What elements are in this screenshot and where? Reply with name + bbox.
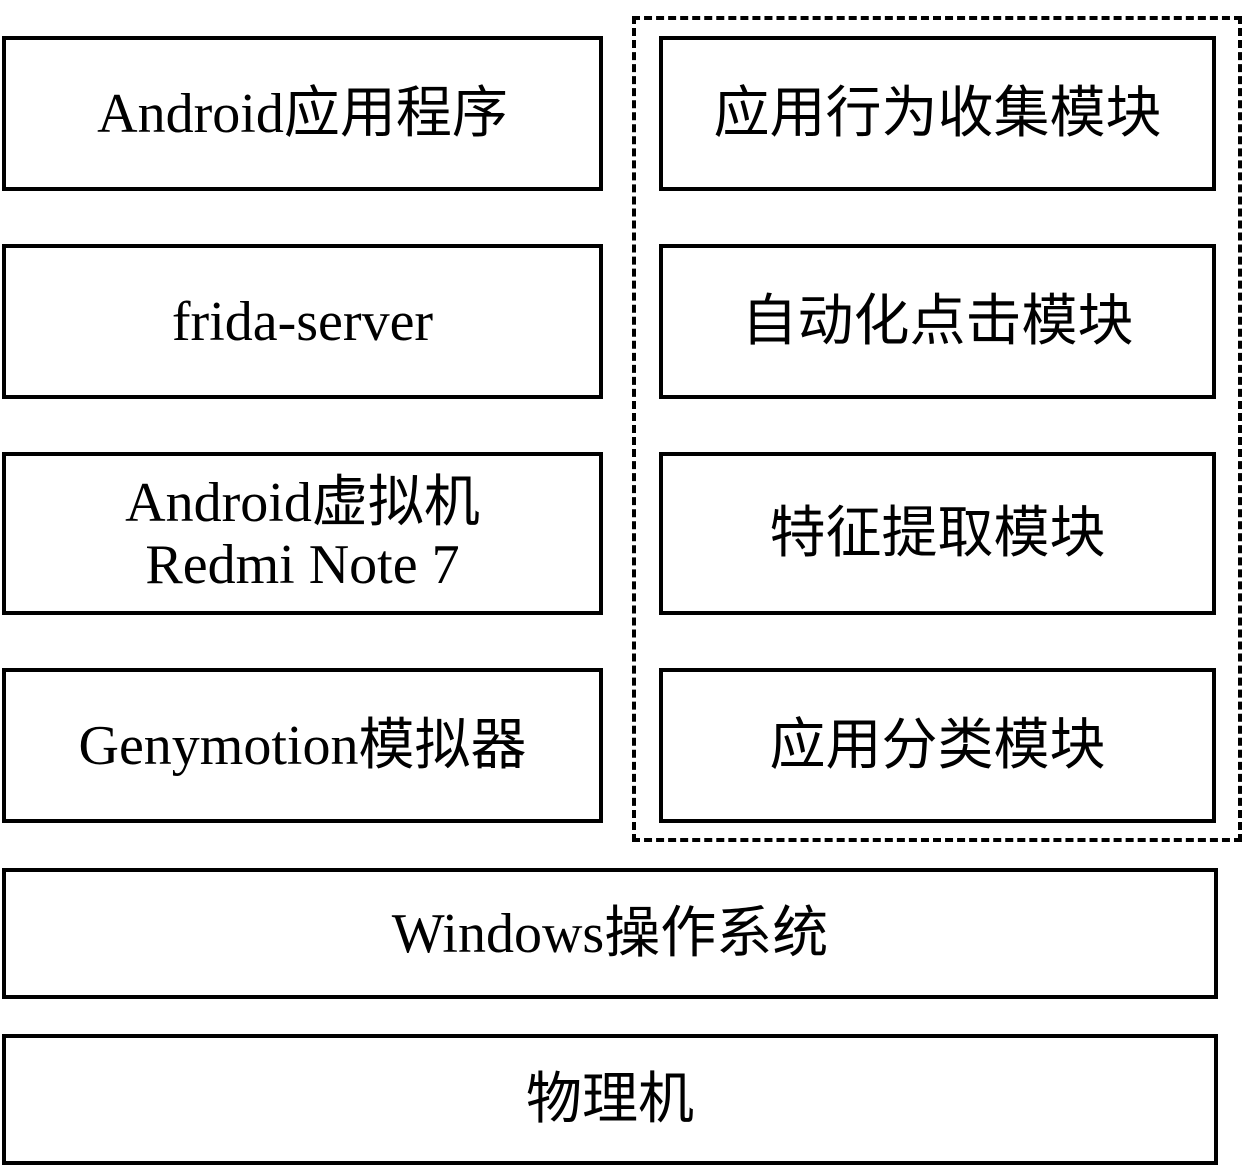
- android-app-label: Android应用程序: [97, 82, 508, 145]
- app-classification-module-label: 应用分类模块: [769, 714, 1106, 777]
- genymotion-box: Genymotion模拟器: [2, 668, 603, 823]
- feature-extraction-module-box: 特征提取模块: [659, 452, 1216, 615]
- behavior-collection-module-label: 应用行为收集模块: [713, 82, 1162, 145]
- module-group-dashed-frame: [632, 16, 1242, 842]
- android-vm-device-label: Redmi Note 7: [145, 533, 460, 596]
- android-vm-label: Android虚拟机: [125, 471, 480, 534]
- auto-click-module-label: 自动化点击模块: [741, 290, 1134, 353]
- android-app-box: Android应用程序: [2, 36, 603, 191]
- windows-os-box: Windows操作系统: [2, 868, 1218, 999]
- frida-server-label: frida-server: [171, 290, 434, 353]
- auto-click-module-box: 自动化点击模块: [659, 244, 1216, 399]
- windows-os-label: Windows操作系统: [391, 902, 829, 965]
- android-vm-box: Android虚拟机 Redmi Note 7: [2, 452, 603, 615]
- genymotion-label: Genymotion模拟器: [78, 714, 527, 777]
- feature-extraction-module-label: 特征提取模块: [769, 502, 1106, 565]
- frida-server-box: frida-server: [2, 244, 603, 399]
- behavior-collection-module-box: 应用行为收集模块: [659, 36, 1216, 191]
- physical-machine-box: 物理机: [2, 1034, 1218, 1165]
- physical-machine-label: 物理机: [526, 1068, 694, 1131]
- app-classification-module-box: 应用分类模块: [659, 668, 1216, 823]
